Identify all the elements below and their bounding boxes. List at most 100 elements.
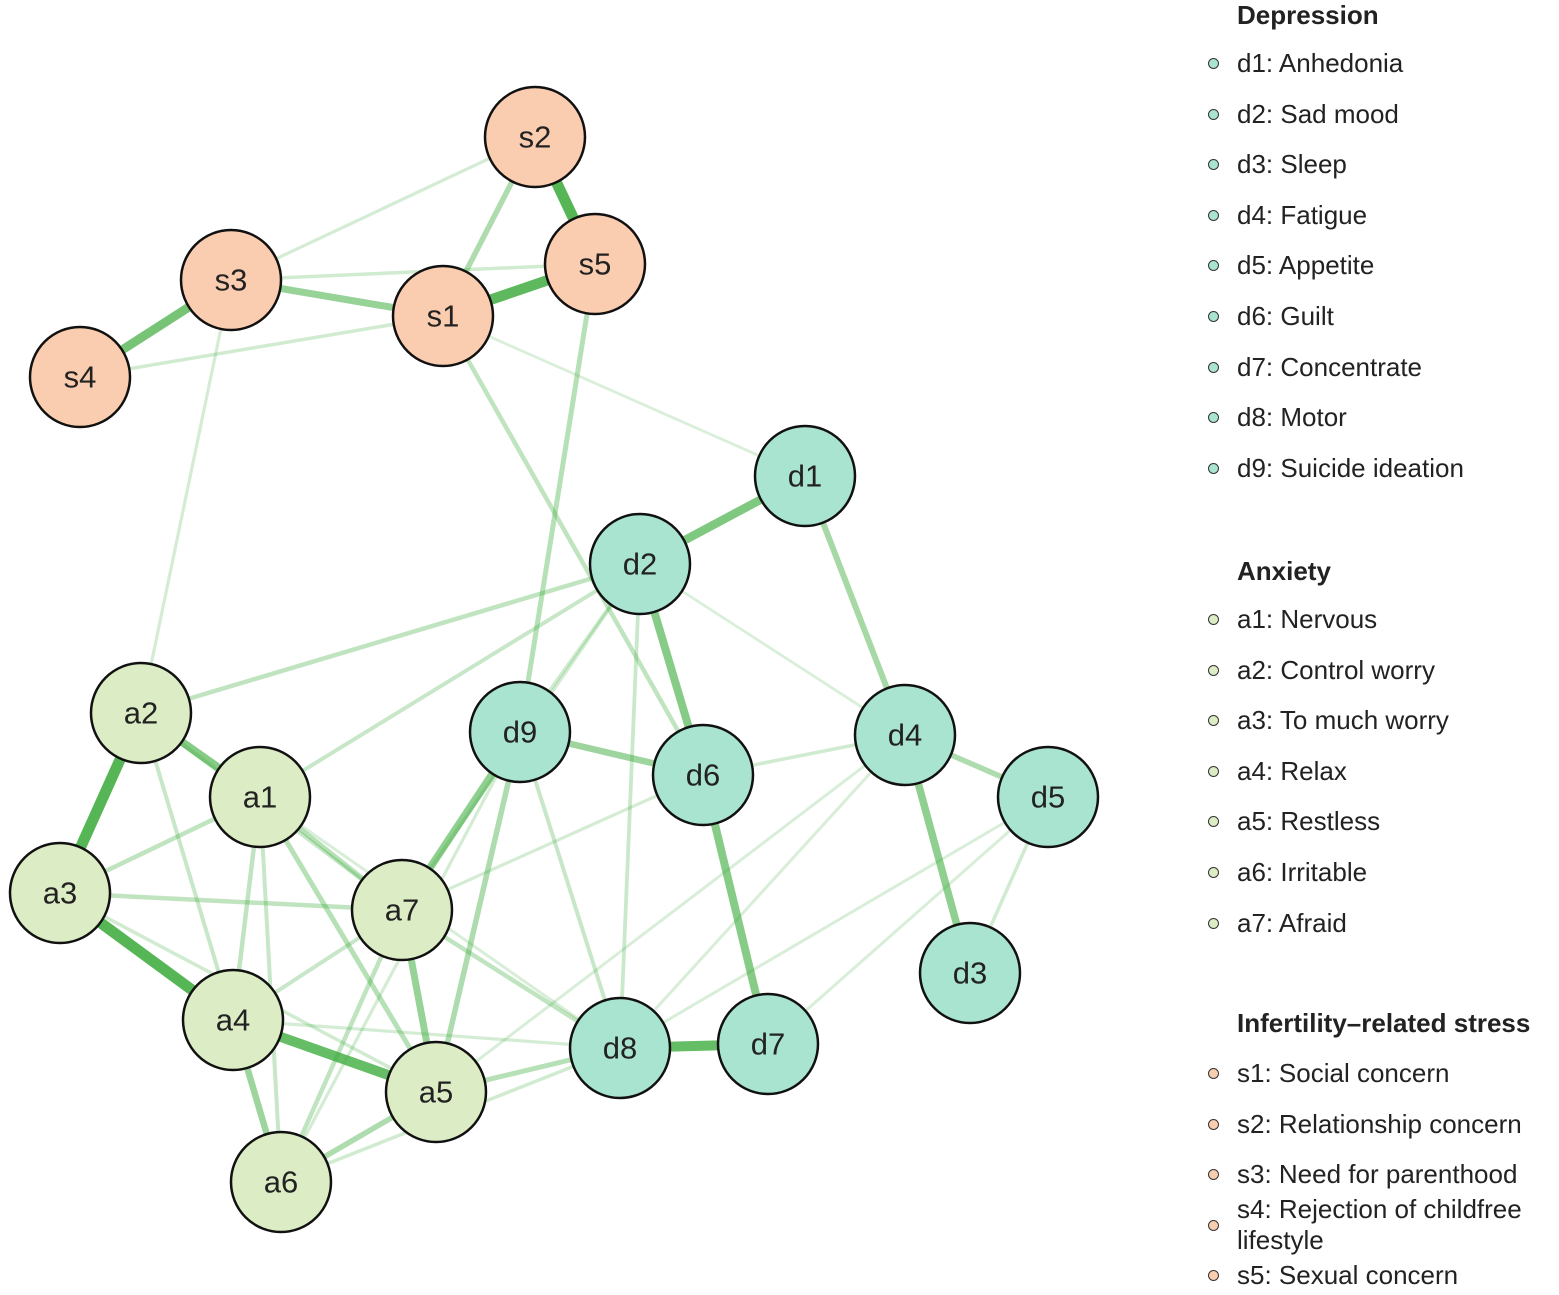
legend-item-label: d4: Fatigue — [1237, 199, 1368, 230]
node-d2: d2 — [588, 512, 692, 616]
node-d9: d9 — [468, 680, 572, 784]
node-label-d4: d4 — [888, 718, 922, 753]
edge-s1-s4 — [78, 314, 445, 379]
node-circle-s4 — [28, 325, 132, 429]
edge-d4-d8 — [618, 733, 907, 1050]
edge-s2-s3 — [229, 135, 537, 282]
legend-item-label: a3: To much worry — [1237, 705, 1449, 736]
legend-item-label: d9: Suicide ideation — [1237, 452, 1464, 483]
legend-dot-icon — [1208, 311, 1219, 322]
node-circle-d4 — [853, 683, 957, 787]
legend-dot-icon — [1208, 1270, 1219, 1281]
legend-dot-icon — [1208, 108, 1219, 120]
node-circle-d7 — [716, 992, 820, 1096]
edge-d2-a2 — [138, 561, 643, 716]
legend-dot-icon — [1208, 917, 1219, 929]
legend-title: Anxiety — [1237, 556, 1331, 586]
node-d1: d1 — [753, 424, 857, 528]
node-circle-d1 — [753, 424, 857, 528]
edge-s3-s5 — [229, 262, 597, 282]
node-label-a7: a7 — [385, 893, 419, 928]
node-label-s3: s3 — [215, 263, 248, 298]
node-d7: d7 — [716, 992, 820, 1096]
legend-item-label: a6: Irritable — [1237, 857, 1368, 887]
legend-dot-icon — [1208, 209, 1219, 221]
edge-s1-d6 — [440, 313, 706, 778]
legend-dot-icon — [1208, 1119, 1219, 1130]
legend-dot-icon — [1208, 1068, 1219, 1079]
edge-a1-a5 — [257, 794, 439, 1095]
node-label-d1: d1 — [788, 459, 822, 494]
node-circle-a4 — [181, 968, 285, 1072]
node-circle-d9 — [468, 680, 572, 784]
legend-item-label: d8: Motor — [1237, 402, 1347, 433]
legend-item-label: s5: Sexual concern — [1237, 1260, 1459, 1290]
legend-item-label: s3: Need for parenthood — [1237, 1159, 1518, 1189]
legend-dot-icon — [1208, 260, 1219, 272]
node-label-s4: s4 — [64, 360, 97, 395]
legend-item-label: d5: Appetite — [1237, 250, 1375, 281]
node-circle-a7 — [350, 858, 454, 962]
node-label-d2: d2 — [623, 547, 657, 582]
node-circle-a5 — [384, 1040, 488, 1144]
legend-item-label: a4: Relax — [1237, 755, 1347, 786]
node-s3: s3 — [179, 228, 283, 332]
legend-item-label: a7: Afraid — [1237, 907, 1347, 938]
edge-s1-d1 — [441, 314, 807, 478]
legend-dot-icon — [1208, 159, 1219, 171]
edge-s5-d9 — [517, 261, 598, 735]
node-label-d3: d3 — [953, 956, 987, 991]
node-label-s1: s1 — [427, 299, 460, 334]
node-label-d7: d7 — [751, 1027, 785, 1062]
edge-d5-d7 — [766, 795, 1050, 1046]
node-label-a3: a3 — [43, 876, 77, 911]
legend-item-label: d1: Anhedonia — [1237, 48, 1404, 78]
legend-item-label: s4: Rejection of childfree lifestyle — [1237, 1194, 1522, 1255]
node-circle-a3 — [8, 841, 112, 945]
legend-dot-icon — [1208, 614, 1219, 625]
legend-dot-icon — [1208, 715, 1219, 727]
node-label-a1: a1 — [243, 780, 277, 815]
legend-title: Infertility–related stress — [1237, 1008, 1531, 1038]
node-label-d9: d9 — [503, 715, 537, 750]
node-s2: s2 — [483, 85, 587, 189]
legend-dot-icon — [1208, 664, 1219, 676]
edge-d9-a5 — [433, 729, 523, 1095]
node-a7: a7 — [350, 858, 454, 962]
node-s5: s5 — [543, 212, 647, 316]
node-label-a5: a5 — [419, 1075, 453, 1110]
legend-dot-icon — [1208, 58, 1219, 69]
legend-item-label: a5: Restless — [1237, 806, 1381, 837]
edge-d4-a5 — [434, 733, 907, 1094]
node-a6: a6 — [229, 1130, 333, 1234]
edge-d2-d4 — [638, 562, 907, 737]
edge-d6-a7 — [400, 773, 705, 912]
node-label-s2: s2 — [519, 120, 552, 155]
node-circle-a1 — [208, 745, 312, 849]
node-a3: a3 — [8, 841, 112, 945]
node-circle-s3 — [179, 228, 283, 332]
node-circle-d6 — [651, 723, 755, 827]
legend-item-label: s1: Social concern — [1237, 1058, 1450, 1088]
node-circle-d3 — [918, 921, 1022, 1025]
legend-title: Depression — [1237, 0, 1379, 30]
legend-dot-icon — [1208, 1169, 1219, 1180]
legend-item-label: a1: Nervous — [1237, 604, 1378, 634]
node-d3: d3 — [918, 921, 1022, 1025]
legend-dot-icon — [1208, 816, 1219, 828]
node-circle-a6 — [229, 1130, 333, 1234]
node-a4: a4 — [181, 968, 285, 1072]
legend-dot-icon — [1208, 412, 1219, 424]
legend-dot-icon — [1208, 462, 1219, 474]
node-a5: a5 — [384, 1040, 488, 1144]
node-label-s5: s5 — [579, 247, 612, 282]
edge-a2-a4 — [139, 711, 235, 1022]
node-circle-d5 — [996, 745, 1100, 849]
nodes-layer: s1s2s3s4s5d1d2d3d4d5d6d7d8d9a1a2a3a4a5a6… — [8, 85, 1100, 1234]
node-label-d5: d5 — [1031, 780, 1065, 815]
edge-d2-a1 — [258, 562, 642, 799]
node-a2: a2 — [89, 661, 193, 765]
legend-dot-icon — [1208, 867, 1219, 878]
node-circle-a2 — [89, 661, 193, 765]
